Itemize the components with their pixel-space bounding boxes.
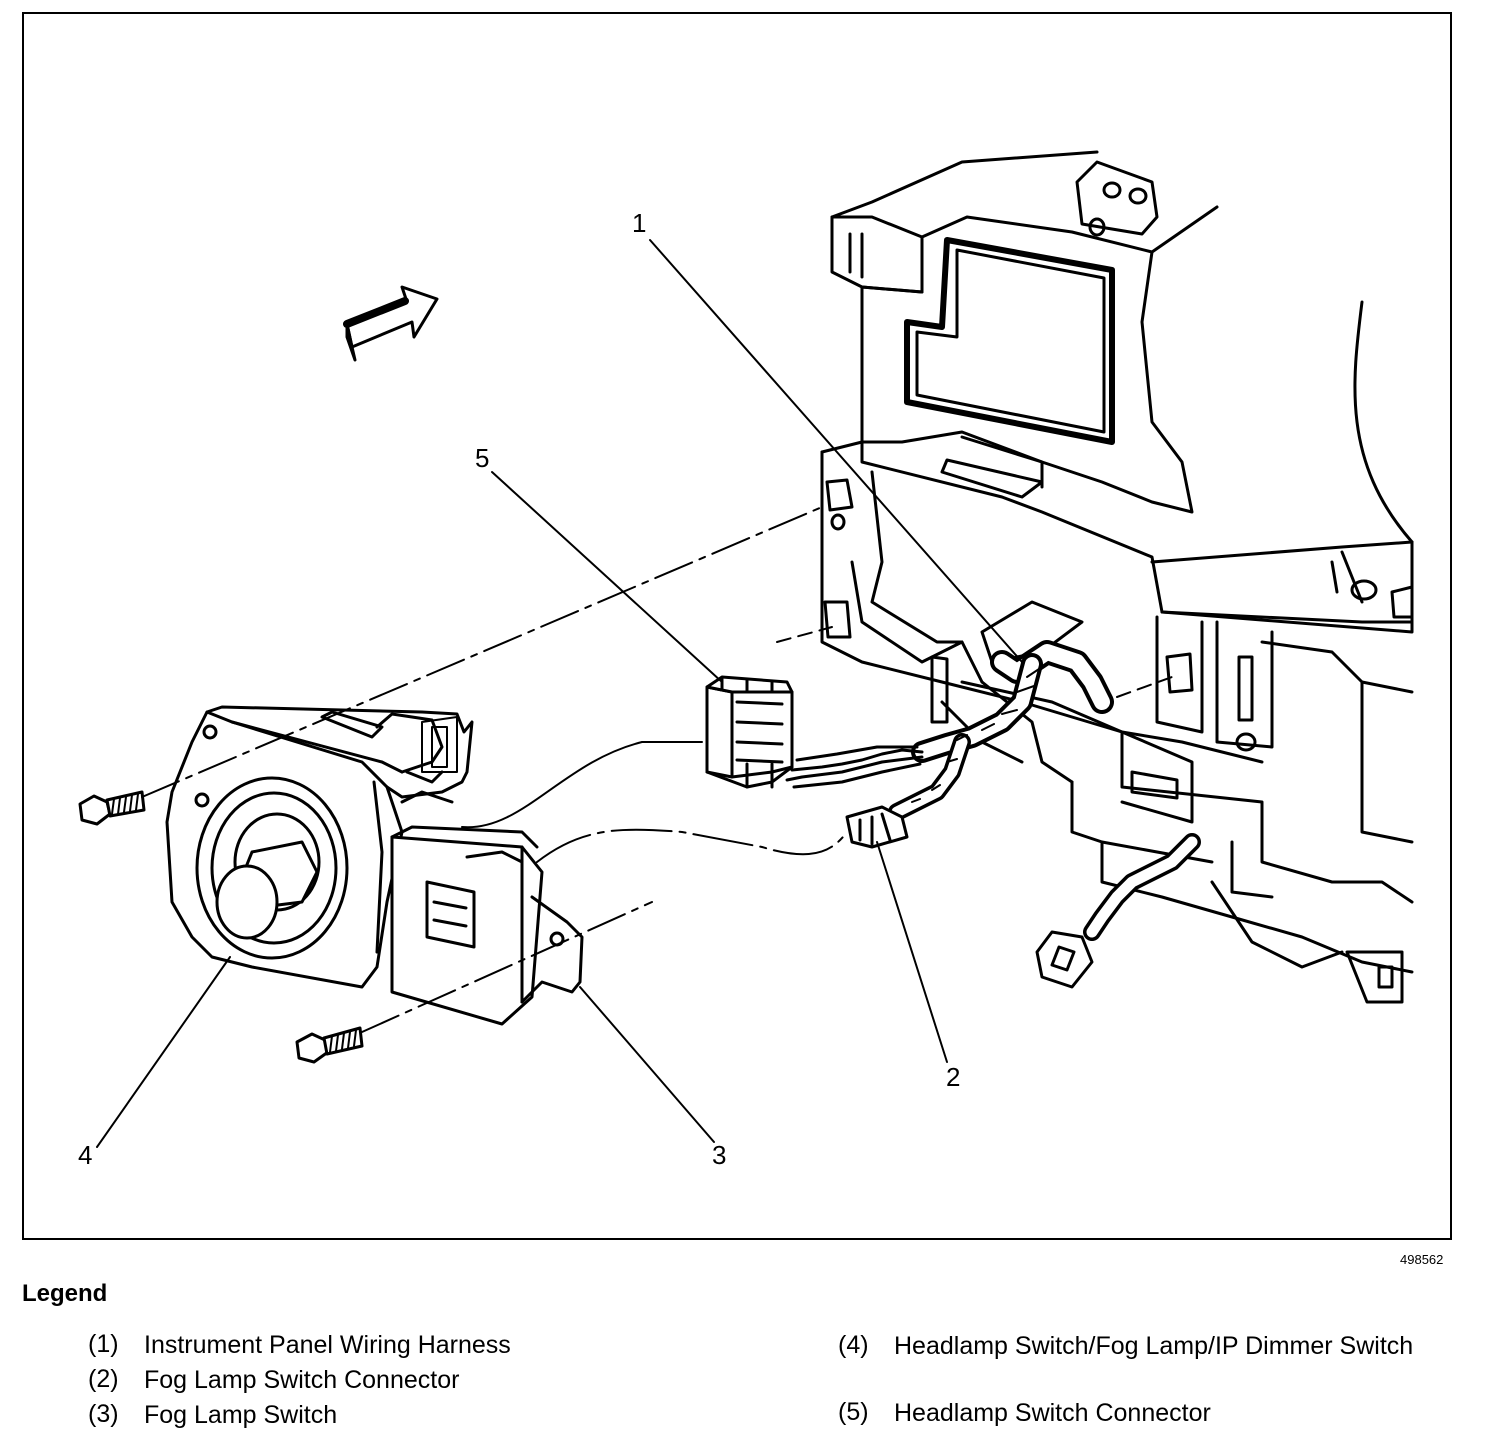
callout-2: 2 (946, 1062, 961, 1092)
legend-item-number: (5) (838, 1398, 869, 1426)
forward-arrow-icon (343, 285, 439, 362)
legend-item-number: (4) (838, 1331, 869, 1359)
instrument-panel-carrier (820, 150, 1414, 1004)
figure-id: 498562 (1400, 1252, 1444, 1267)
legend-item-text: Headlamp Switch Connector (894, 1399, 1211, 1427)
alignment-lines (141, 506, 1173, 1033)
callout-1: 1 (632, 208, 647, 238)
fog-lamp-switch-connector (845, 805, 909, 849)
leader-lines (96, 239, 1023, 1148)
diagram-frame (22, 12, 1452, 1240)
exploded-view-drawing (78, 150, 1414, 1148)
legend-item-text: Fog Lamp Switch Connector (144, 1366, 460, 1394)
legend-item-number: (1) (88, 1330, 119, 1358)
fog-lamp-switch-assembly (390, 825, 584, 1026)
headlamp-switch-connector (705, 675, 794, 789)
callout-5: 5 (475, 443, 490, 473)
legend-title: Legend (22, 1280, 108, 1307)
legend-item: (1) Instrument Panel Wiring Harness (88, 1330, 664, 1360)
bolt-icon (78, 790, 146, 826)
legend-item-text: Instrument Panel Wiring Harness (144, 1331, 511, 1359)
legend-item-number: (2) (88, 1365, 119, 1393)
legend-item-number: (3) (88, 1400, 119, 1428)
callout-3: 3 (712, 1140, 727, 1170)
legend-item-text: Headlamp Switch/Fog Lamp/IP Dimmer Switc… (894, 1332, 1414, 1360)
legend-item: (2) Fog Lamp Switch Connector (88, 1365, 664, 1395)
instrument-panel-wiring-harness (785, 640, 1201, 989)
legend-item-text: Fog Lamp Switch (144, 1401, 338, 1429)
callout-4: 4 (78, 1140, 93, 1170)
bolt-icon (295, 1026, 364, 1064)
legend-item: (3) Fog Lamp Switch (88, 1400, 664, 1430)
headlamp-switch-assembly (165, 705, 474, 989)
legend-item: (5) Headlamp Switch Connector (838, 1398, 1414, 1428)
legend-item: (4) Headlamp Switch/Fog Lamp/IP Dimmer S… (838, 1331, 1454, 1361)
